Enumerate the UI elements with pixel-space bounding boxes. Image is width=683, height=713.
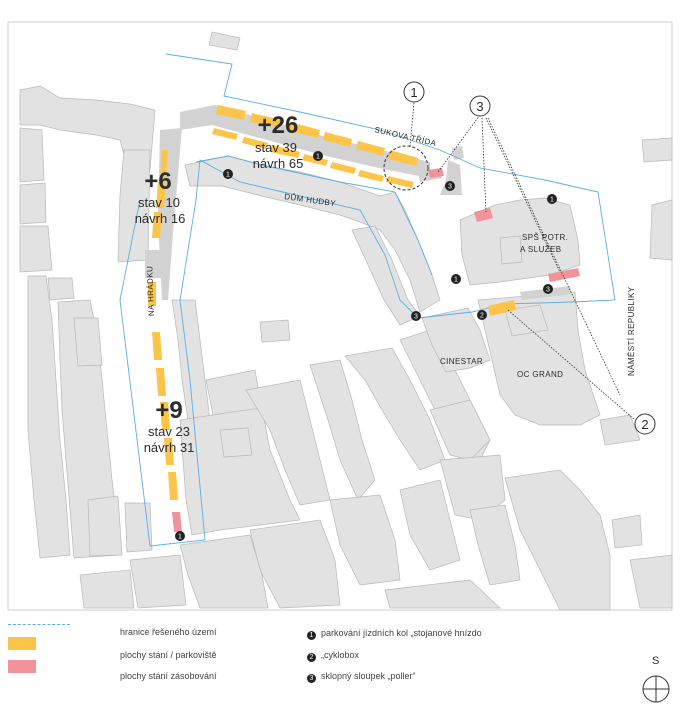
legend-item-3: 3 sklopný sloupek „poller“ (307, 671, 416, 683)
west-delta: +6 (144, 168, 171, 195)
svg-text:1: 1 (226, 172, 230, 179)
svg-text:1: 1 (316, 154, 320, 161)
legend-item-2: 2 „cyklobox (307, 650, 359, 662)
callout-1: 1 (403, 81, 425, 103)
supply-areas (172, 168, 580, 532)
marker-3-north: 3 (445, 181, 455, 191)
markers: 1 1 1 1 1 3 3 3 2 (175, 151, 557, 541)
legend-boundary-label: hranice řešeného území (120, 627, 217, 637)
north-stav: stav 39 (255, 140, 297, 155)
legend-item-3-label: sklopný sloupek „poller“ (321, 671, 416, 681)
svg-text:2: 2 (641, 417, 648, 432)
svg-text:1: 1 (178, 534, 182, 541)
callout-2: 2 (634, 413, 656, 435)
leader-lines (409, 102, 636, 421)
south-delta: +9 (155, 397, 182, 424)
highlight-circle (383, 145, 429, 191)
building-cinestar: CINESTAR (440, 357, 483, 366)
street-na-hradku: NA HRÁDKU (145, 266, 156, 317)
south-stav: stav 23 (148, 424, 190, 439)
legend-marker-3: 3 (307, 674, 316, 683)
compass-icon (642, 675, 670, 703)
marker-3-sps: 3 (543, 284, 553, 294)
north-delta: +26 (258, 112, 299, 139)
svg-text:3: 3 (546, 287, 550, 294)
north-label: S (652, 655, 660, 667)
legend-boundary-swatch (8, 624, 70, 625)
marker-3-center: 3 (411, 311, 421, 321)
building-oc-grand: OC GRAND (517, 370, 563, 379)
svg-text:3: 3 (476, 99, 483, 114)
legend-item-1: 1 parkování jízdních kol „stojanové hnízd… (307, 628, 482, 640)
svg-text:2: 2 (480, 313, 484, 320)
north-navrh: návrh 65 (253, 156, 304, 171)
north-arrow: S (640, 655, 676, 705)
svg-text:1: 1 (454, 277, 458, 284)
svg-text:1: 1 (410, 85, 417, 100)
legend-parking-swatch (8, 637, 36, 650)
legend-parking-label: plochy stání / parkoviště (120, 650, 217, 660)
legend-item-2-label: „cyklobox (321, 650, 360, 660)
marker-1-south: 1 (175, 531, 185, 541)
legend-item-1-label: parkování jízdních kol „stojanové hnízdo (321, 628, 482, 638)
building-sps-1: SPŠ POTR. (522, 233, 568, 242)
street-namesti: NÁMĚSTÍ REPUBLIKY (627, 286, 636, 376)
parking-areas (148, 105, 516, 500)
west-stav: stav 10 (138, 195, 180, 210)
marker-1-east: 1 (451, 274, 461, 284)
marker-1-north: 1 (313, 151, 323, 161)
buildings-layer (19, 31, 673, 611)
legend-marker-1: 1 (307, 631, 316, 640)
svg-text:3: 3 (448, 184, 452, 191)
svg-text:1: 1 (550, 197, 554, 204)
legend-supply-swatch (8, 660, 36, 673)
legend-marker-2: 2 (307, 653, 316, 662)
legend-supply-label: plochy stání zásobování (120, 671, 217, 681)
callout-3: 3 (469, 95, 491, 117)
marker-2: 2 (477, 310, 487, 320)
west-navrh: návrh 16 (135, 211, 186, 226)
south-navrh: návrh 31 (144, 440, 195, 455)
legend (0, 612, 683, 713)
marker-1-sps: 1 (547, 194, 557, 204)
building-sps-2: A SLUŽEB (520, 245, 561, 254)
marker-1-dum: 1 (223, 169, 233, 179)
svg-text:3: 3 (414, 314, 418, 321)
